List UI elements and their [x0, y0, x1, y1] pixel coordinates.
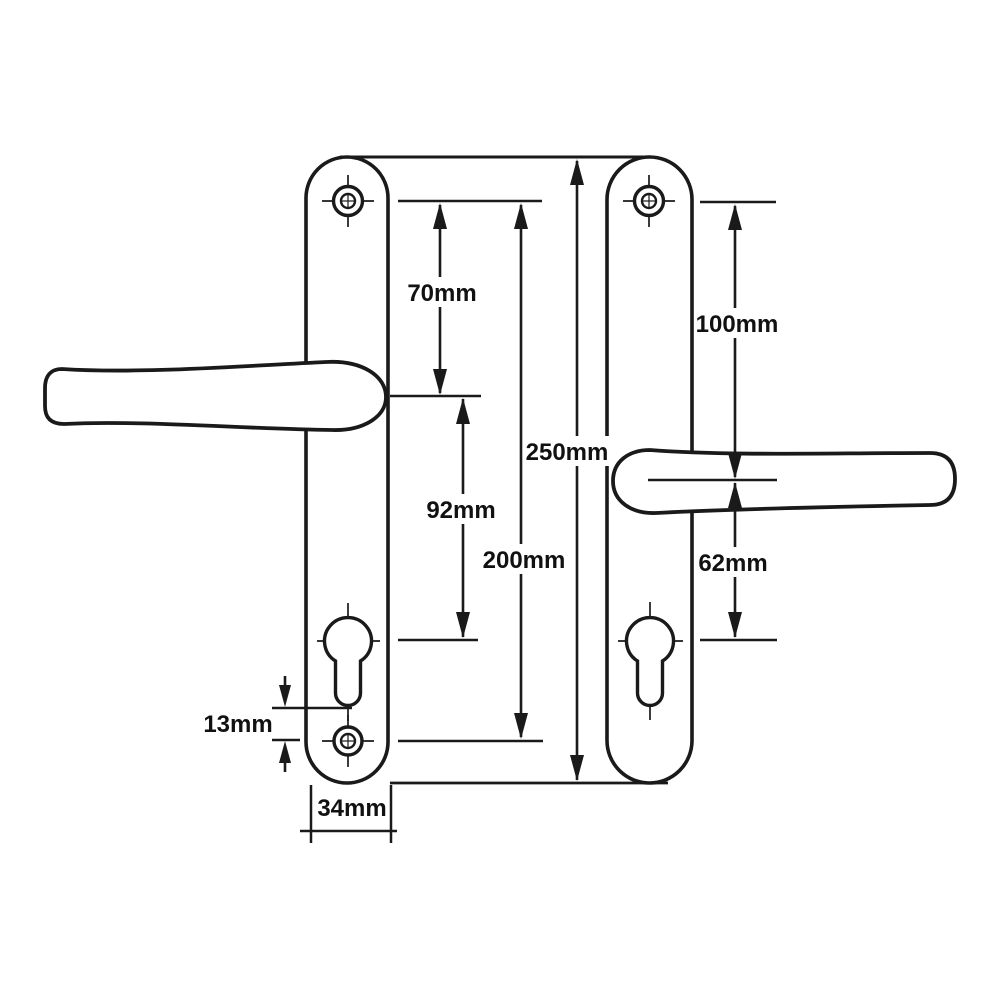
euro-profile: [322, 615, 374, 708]
label-bg: [481, 544, 567, 574]
dimension-label-13mm: 13mm: [203, 711, 272, 738]
left-top-screw-hole-icon: [322, 175, 374, 227]
right-keyhole-icon: [618, 602, 683, 720]
arrowhead-down: [279, 685, 291, 707]
right-lever-handle: [611, 448, 957, 515]
arrowhead-up: [433, 203, 447, 229]
label-bg: [524, 436, 610, 466]
label-bg: [407, 277, 477, 307]
label-bg: [318, 792, 386, 822]
label-bg: [426, 494, 496, 524]
arrowhead-up: [456, 398, 470, 424]
arrowhead-down: [514, 713, 528, 739]
arrowhead-up: [728, 204, 742, 230]
dimension-labels: 70mm 92mm 200mm 250mm 100mm 62mm 13mm 34…: [203, 277, 780, 822]
label-bg: [204, 709, 270, 737]
arrowhead-up: [570, 159, 584, 185]
arrowhead-down: [433, 369, 447, 395]
left-lever-handle: [43, 360, 388, 432]
dimension-lines: [279, 159, 742, 833]
euro-profile: [624, 615, 676, 708]
dimension-label-250mm: 250mm: [526, 439, 609, 466]
extension-lines: [272, 199, 777, 843]
right-top-screw-hole-icon: [623, 175, 675, 227]
dimension-label-100mm: 100mm: [696, 311, 779, 338]
dimension-label-62mm: 62mm: [698, 550, 767, 577]
arrowhead-down: [570, 755, 584, 781]
arrowhead-down: [456, 612, 470, 638]
left-keyhole-icon: [317, 603, 380, 721]
left-bottom-screw-hole-icon: [322, 715, 374, 767]
arrowhead-up: [514, 203, 528, 229]
arrowhead-down: [728, 612, 742, 638]
dimension-label-200mm: 200mm: [483, 547, 566, 574]
arrowhead-up: [728, 482, 742, 508]
dimension-label-34mm: 34mm: [317, 795, 386, 822]
dimension-label-92mm: 92mm: [426, 497, 495, 524]
dimension-label-70mm: 70mm: [407, 280, 476, 307]
label-bg: [694, 308, 780, 338]
arrowhead-down: [728, 453, 742, 479]
label-bg: [699, 547, 767, 577]
arrowhead-up: [279, 741, 291, 763]
